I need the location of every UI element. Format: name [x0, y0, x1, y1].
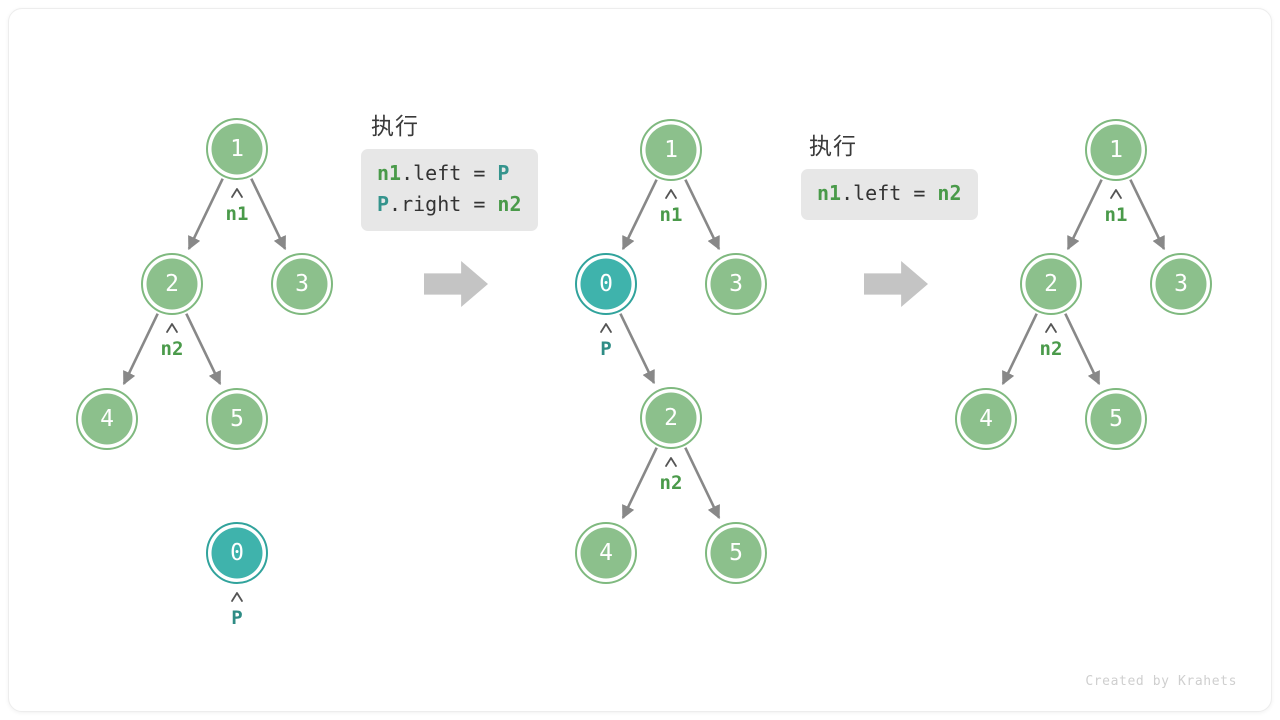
node-pointer-label: n2 [161, 323, 184, 360]
code-line: n1.left = P [377, 158, 522, 189]
step-heading-1: 执行 [371, 113, 419, 139]
pointer-label-text: n1 [226, 203, 249, 225]
code-line: P.right = n2 [377, 189, 522, 220]
tree-edge [1129, 179, 1166, 251]
tree-edge [621, 447, 658, 520]
tree-node-value: 1 [230, 136, 244, 162]
pointer-label-text: n2 [161, 338, 184, 360]
credit-text: Created by Krahets [1085, 674, 1237, 689]
tree-node-value: 4 [599, 540, 613, 566]
pointer-label-text: P [600, 338, 611, 360]
pointer-label-text: n1 [660, 204, 683, 226]
node-pointer-label: n2 [1040, 323, 1063, 360]
tree-node-value: 4 [979, 406, 993, 432]
code-token: n1 [817, 181, 842, 205]
transition-arrows-layer [424, 261, 928, 307]
pointer-label-text: n2 [660, 472, 683, 494]
tree-node-value: 1 [664, 137, 678, 163]
caret-icon [600, 323, 612, 333]
tree-node: 4 [76, 388, 138, 450]
nodes-layer: 1 2 3 4 5 0 1 0 3 2 4 5 1 2 3 4 5 [76, 118, 1212, 584]
tree-node-value: 4 [100, 406, 114, 432]
tree-node-value: 2 [1044, 271, 1058, 297]
tree-node: 3 [1150, 253, 1212, 315]
tree-edge [185, 313, 222, 386]
tree-node-value: 3 [729, 271, 743, 297]
code-token: P [497, 161, 510, 185]
node-pointer-label: n2 [660, 457, 683, 494]
tree-node: 2 [1020, 253, 1082, 315]
code-token: n2 [937, 181, 962, 205]
tree-node: 1 [206, 118, 268, 180]
pointer-label-text: n2 [1040, 338, 1063, 360]
node-pointer-label: n1 [660, 189, 683, 226]
code-token: n1 [377, 161, 402, 185]
tree-edge [684, 179, 721, 251]
tree-node-value: 3 [295, 271, 309, 297]
tree-node: 4 [955, 388, 1017, 450]
node-pointer-label: P [600, 323, 612, 360]
node-pointer-label: n1 [226, 188, 249, 225]
code-block-step-3: n1.left = n2 [801, 169, 978, 220]
tree-node: 0 [206, 522, 268, 584]
tree-node: 0 [575, 253, 637, 315]
tree-node: 2 [141, 253, 203, 315]
caret-icon [1110, 189, 1122, 199]
code-token: .right = [389, 192, 498, 216]
code-token: .left = [841, 181, 938, 205]
tree-node: 2 [640, 387, 702, 449]
caret-icon [665, 189, 677, 199]
pointer-label-text: n1 [1105, 204, 1128, 226]
tree-node: 3 [271, 253, 333, 315]
tree-edge [122, 313, 159, 386]
tree-node: 5 [705, 522, 767, 584]
tree-edge [250, 178, 287, 251]
tree-edge [1066, 179, 1103, 251]
code-token: P [377, 192, 390, 216]
tree-edge [1064, 313, 1101, 386]
node-pointer-label: P [231, 592, 243, 629]
tree-node-value: 0 [599, 271, 613, 297]
transition-arrow-2 [864, 261, 928, 307]
tree-node: 1 [1085, 119, 1147, 181]
tree-node-value: 2 [664, 405, 678, 431]
caret-icon [231, 592, 243, 602]
tree-node: 1 [640, 119, 702, 181]
code-token: .left = [401, 161, 498, 185]
edges-layer [122, 178, 1166, 520]
tree-node: 5 [1085, 388, 1147, 450]
tree-edge [621, 179, 658, 251]
tree-node-value: 0 [230, 540, 244, 566]
tree-edge [684, 447, 721, 520]
tree-node-value: 5 [729, 540, 743, 566]
tree-edge [619, 313, 656, 385]
transition-arrow-1 [424, 261, 488, 307]
tree-node-value: 5 [230, 406, 244, 432]
node-pointer-label: n1 [1105, 189, 1128, 226]
pointer-label-text: P [231, 607, 242, 629]
caret-icon [665, 457, 677, 467]
tree-node: 5 [206, 388, 268, 450]
tree-node: 3 [705, 253, 767, 315]
caret-icon [1045, 323, 1057, 333]
tree-node-value: 2 [165, 271, 179, 297]
tree-node-value: 5 [1109, 406, 1123, 432]
tree-edge [187, 178, 224, 251]
caret-icon [231, 188, 243, 198]
caret-icon [166, 323, 178, 333]
code-token: n2 [497, 192, 522, 216]
tree-node-value: 3 [1174, 271, 1188, 297]
step-heading-2: 执行 [809, 133, 857, 159]
tree-node: 4 [575, 522, 637, 584]
tree-edge [1001, 313, 1038, 386]
code-line: n1.left = n2 [817, 178, 962, 209]
tree-node-value: 1 [1109, 137, 1123, 163]
